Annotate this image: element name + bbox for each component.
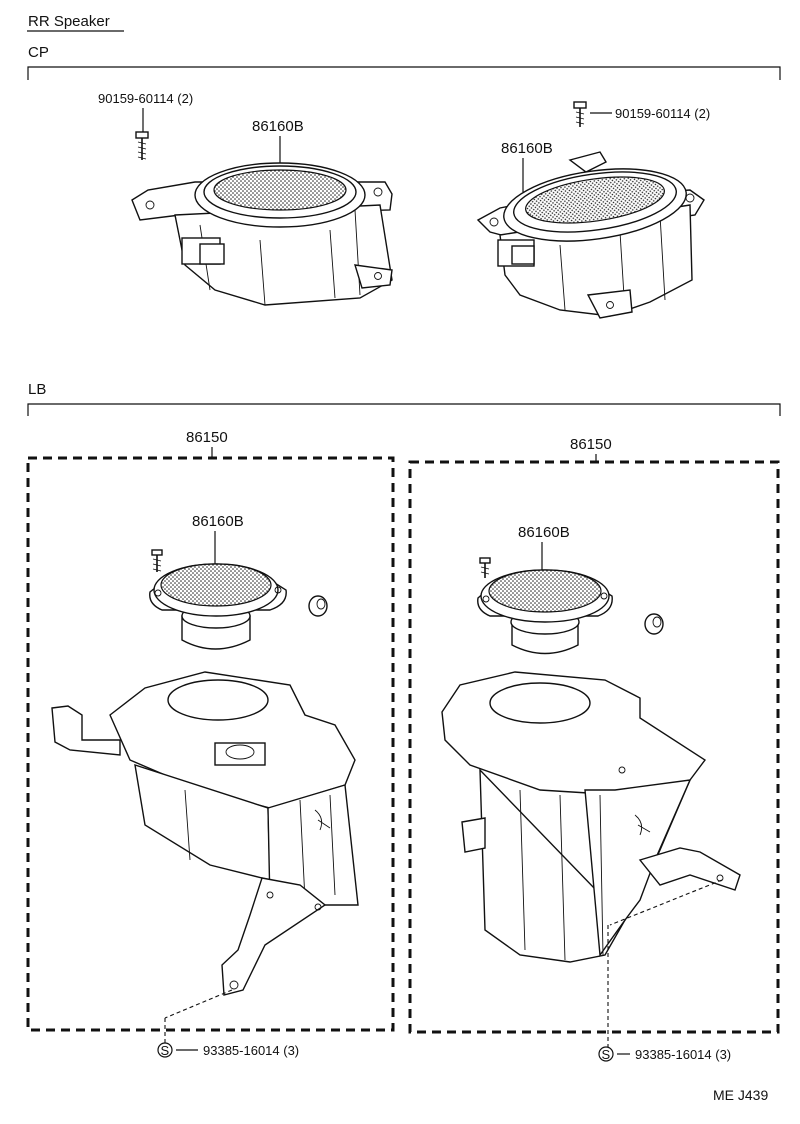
section-bracket-lb [27, 403, 781, 416]
section-label-lb: LB [28, 381, 46, 398]
speaker-housing-icon [476, 151, 705, 319]
grommet-icon [308, 595, 328, 617]
cp-right-group: 90159-60114 (2) 86160B [476, 101, 710, 319]
footer-code: ME J439 [713, 1087, 768, 1103]
screw-icon [151, 549, 163, 572]
screw-icon [135, 131, 149, 160]
lb-right-clip-symbol-circle [598, 1046, 614, 1062]
lb-left-assy-label: 86150 [186, 429, 228, 446]
lb-left-group: 86150 86160B [26, 429, 395, 1058]
section-label-cp: CP [28, 44, 49, 61]
grommet-icon [644, 613, 664, 635]
lb-left-clip-leader [164, 989, 233, 1019]
lb-right-speaker-label: 86160B [518, 524, 570, 541]
cp-right-speaker-label: 86160B [501, 140, 553, 157]
section-bracket-cp [27, 66, 781, 80]
cp-right-screw-label: 90159-60114 (2) [615, 106, 710, 121]
lb-right-assy-label: 86150 [570, 436, 612, 453]
screw-icon [573, 101, 587, 127]
lb-right-assembly-outline [408, 460, 780, 1034]
lb-right-group: 86150 86160B [408, 436, 780, 1062]
lb-left-clip-symbol-circle [157, 1042, 173, 1058]
screw-icon [479, 557, 491, 578]
speaker-housing-icon [131, 162, 393, 306]
lb-left-speaker-label: 86160B [192, 513, 244, 530]
page-title: RR Speaker [28, 13, 110, 30]
lb-left-assembly-outline [26, 456, 395, 1032]
cp-left-group: 90159-60114 (2) 86160B [98, 91, 393, 306]
lb-right-clip-leader [609, 879, 723, 926]
lb-right-clip-symbol: S [602, 1047, 611, 1062]
lb-right-clip-label: 93385-16014 (3) [635, 1047, 731, 1062]
speaker-box-icon [51, 671, 359, 996]
speaker-icon [149, 563, 287, 650]
lb-left-clip-label: 93385-16014 (3) [203, 1043, 299, 1058]
speaker-icon [477, 569, 613, 655]
lb-left-clip-symbol: S [161, 1043, 170, 1058]
cp-left-speaker-label: 86160B [252, 118, 304, 135]
cp-left-screw-label: 90159-60114 (2) [98, 91, 193, 106]
speaker-box-icon [441, 671, 741, 963]
